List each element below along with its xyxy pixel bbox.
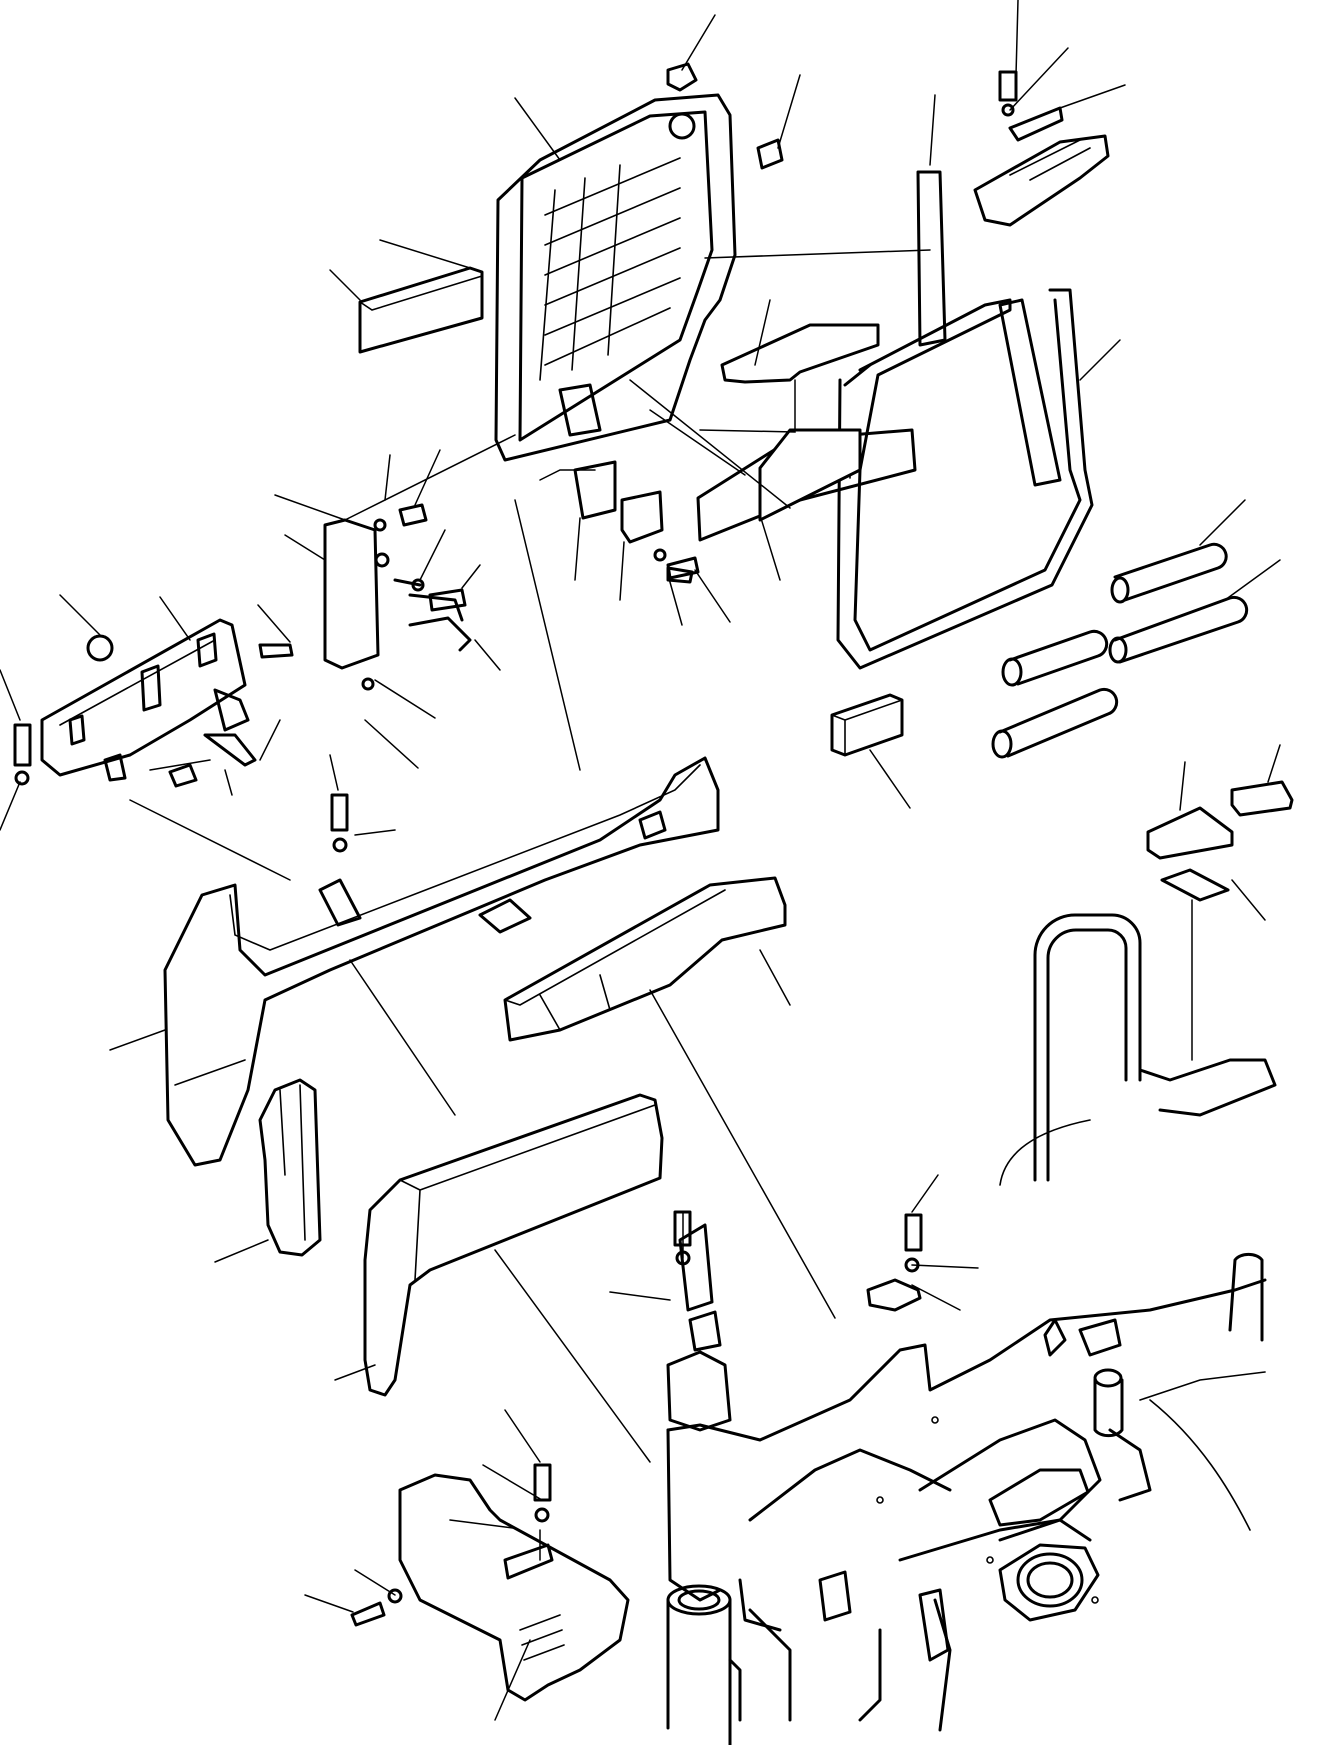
door-seal-strip (358, 266, 484, 354)
counterweight-top-cover (163, 756, 720, 1167)
door-latch-clip (756, 138, 784, 170)
handrail-guard (999, 913, 1277, 1186)
long-foam-block (503, 876, 787, 1042)
small-pad-bracket (1146, 780, 1294, 902)
leader-lines (0, 0, 1281, 1721)
cylindrical-cushions (991, 542, 1249, 759)
radiator-grille-door (494, 93, 737, 462)
rectangular-block (830, 693, 904, 757)
bolt-with-washer (13, 503, 923, 1627)
revolving-frame (666, 1252, 1267, 1732)
grille-cap-nut (666, 62, 698, 92)
right-mount-bracket (866, 1278, 922, 1312)
front-side-plate (363, 1093, 664, 1397)
lock-bracket-assembly (973, 70, 1110, 227)
lock-hinge-bracket (323, 518, 472, 670)
left-side-cover (258, 1078, 322, 1257)
undercover-plate (398, 1473, 630, 1702)
left-rear-bracket-panel (40, 618, 294, 788)
lower-sponge-block (758, 428, 862, 522)
u-shaped-edge-seal (836, 170, 1094, 670)
center-hinge-bracket (666, 1223, 732, 1432)
pivot-cylinder (666, 1584, 742, 1745)
door-sponge-pad (720, 323, 880, 384)
